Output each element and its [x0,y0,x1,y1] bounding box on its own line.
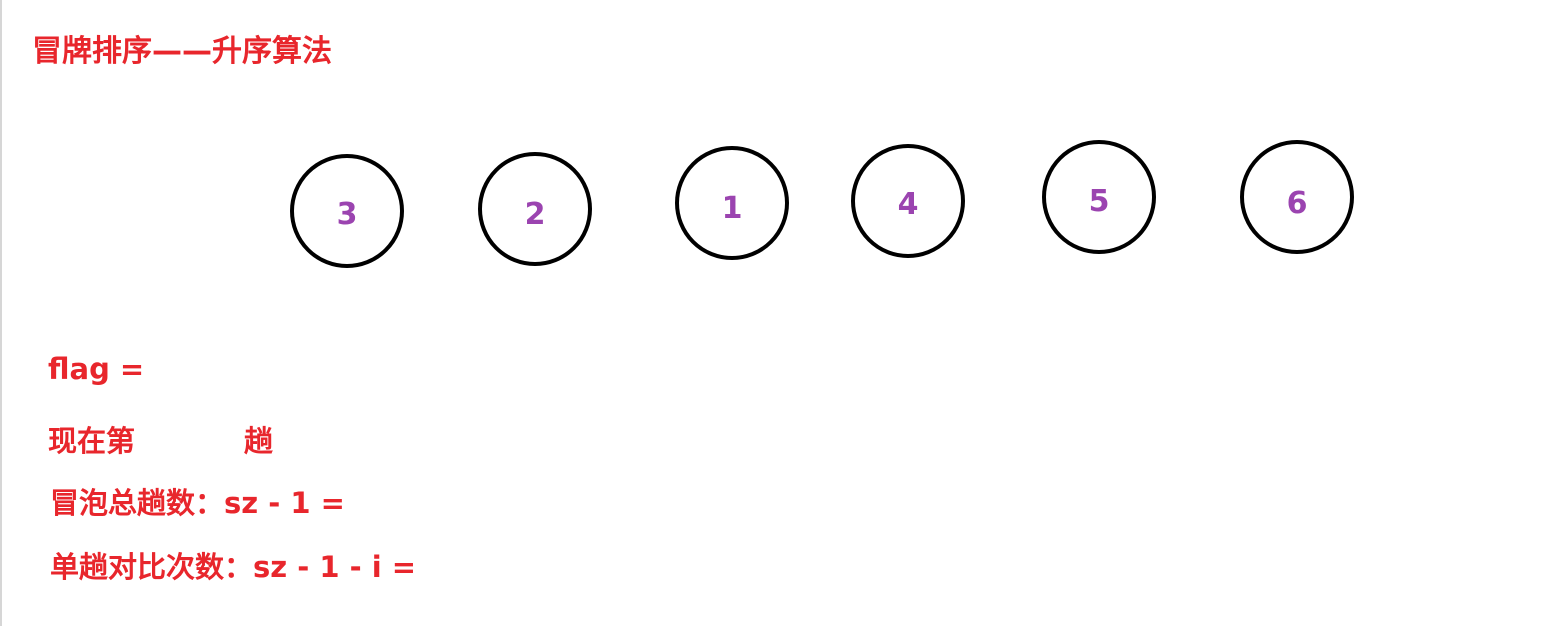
current-pass-unit: 趟 [244,424,274,458]
flag-label: flag = [48,352,145,386]
total-passes-label: 冒泡总趟数：sz - 1 = [50,486,345,520]
circle-node-5: 5 [1042,140,1156,254]
node-value-4: 4 [897,187,919,222]
left-edge-line [0,0,2,626]
circle-node-4: 4 [851,144,965,258]
node-value-6: 6 [1286,186,1308,221]
circle-node-6: 6 [1240,140,1354,254]
circle-node-1: 3 [290,154,404,268]
circle-node-2: 2 [478,152,592,266]
circle-node-3: 1 [675,146,789,260]
node-value-2: 2 [524,197,546,232]
node-value-5: 5 [1088,184,1110,219]
node-value-1: 3 [336,197,358,232]
diagram-title: 冒牌排序——升序算法 [32,34,332,69]
single-pass-compares-label: 单趟对比次数：sz - 1 - i = [50,550,417,584]
node-value-3: 1 [721,191,743,226]
current-pass-label: 现在第 [48,424,136,458]
